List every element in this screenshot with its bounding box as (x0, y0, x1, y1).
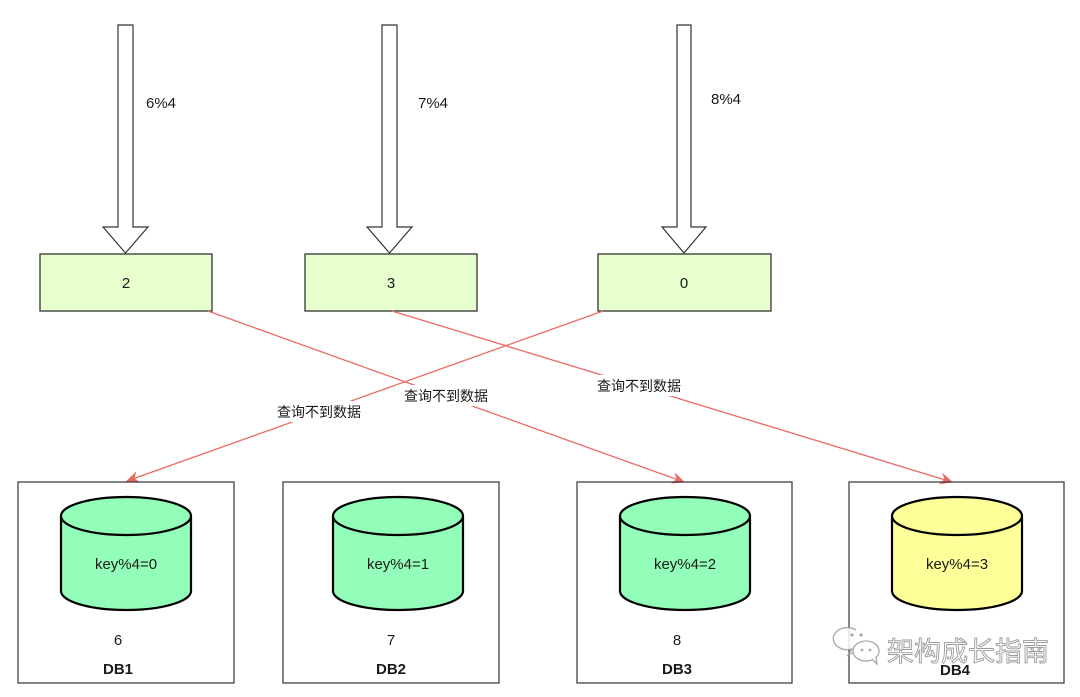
no-data-label: 查询不到数据 (404, 389, 488, 405)
database-cylinder-icon (618, 495, 752, 612)
database-cylinder-icon (890, 495, 1024, 612)
no-data-label: 查询不到数据 (597, 379, 681, 395)
db-stored-value: 6 (114, 632, 122, 649)
route-line (126, 310, 604, 483)
block-arrow-down-icon (660, 24, 708, 254)
db-name: DB2 (376, 661, 406, 678)
result-value: 2 (122, 275, 130, 292)
block-arrow-down-icon (101, 24, 150, 254)
result-value: 0 (680, 275, 688, 292)
db-container-db3: key%4=2 8 DB3 (576, 481, 793, 684)
db-container-db4: key%4=3 DB4 (848, 481, 1065, 684)
db-name: DB4 (940, 662, 971, 679)
database-cylinder-icon (59, 495, 193, 612)
result-box-1: 2 (39, 253, 213, 312)
result-box-2: 3 (304, 253, 478, 312)
result-value: 3 (387, 275, 395, 292)
watermark-text: 架构成长指南 (887, 637, 1049, 668)
db-rule: key%4=0 (95, 556, 157, 573)
route-0-to-db1 (126, 310, 604, 483)
no-data-label: 查询不到数据 (277, 405, 361, 421)
input-expression: 7%4 (418, 95, 448, 112)
watermark: 架构成长指南 (832, 626, 1049, 668)
db-name: DB3 (662, 661, 692, 678)
route-label-db4: 查询不到数据 (591, 375, 689, 396)
route-label-db1: 查询不到数据 (271, 401, 367, 422)
route-line (391, 310, 953, 485)
db-rule: key%4=1 (367, 556, 429, 573)
db-stored-value: 7 (387, 632, 395, 649)
db-rule: key%4=2 (654, 556, 716, 573)
block-arrow-down-icon (365, 24, 414, 254)
input-arrow-1: 6%4 (101, 24, 176, 254)
db-container-db1: key%4=0 6 DB1 (17, 481, 235, 684)
route-3-to-db4 (391, 310, 953, 485)
db-container-db2: key%4=1 7 DB2 (282, 481, 500, 684)
database-cylinder-icon (331, 495, 465, 612)
wechat-icon (832, 626, 880, 666)
result-box-3: 0 (597, 253, 772, 312)
input-expression: 8%4 (711, 91, 741, 108)
db-rule: key%4=3 (926, 556, 988, 573)
input-arrow-2: 7%4 (365, 24, 448, 254)
db-name: DB1 (103, 661, 133, 678)
route-label-db3: 查询不到数据 (397, 385, 495, 406)
input-expression: 6%4 (146, 95, 176, 112)
db-stored-value: 8 (673, 632, 681, 649)
input-arrow-3: 8%4 (660, 24, 741, 254)
